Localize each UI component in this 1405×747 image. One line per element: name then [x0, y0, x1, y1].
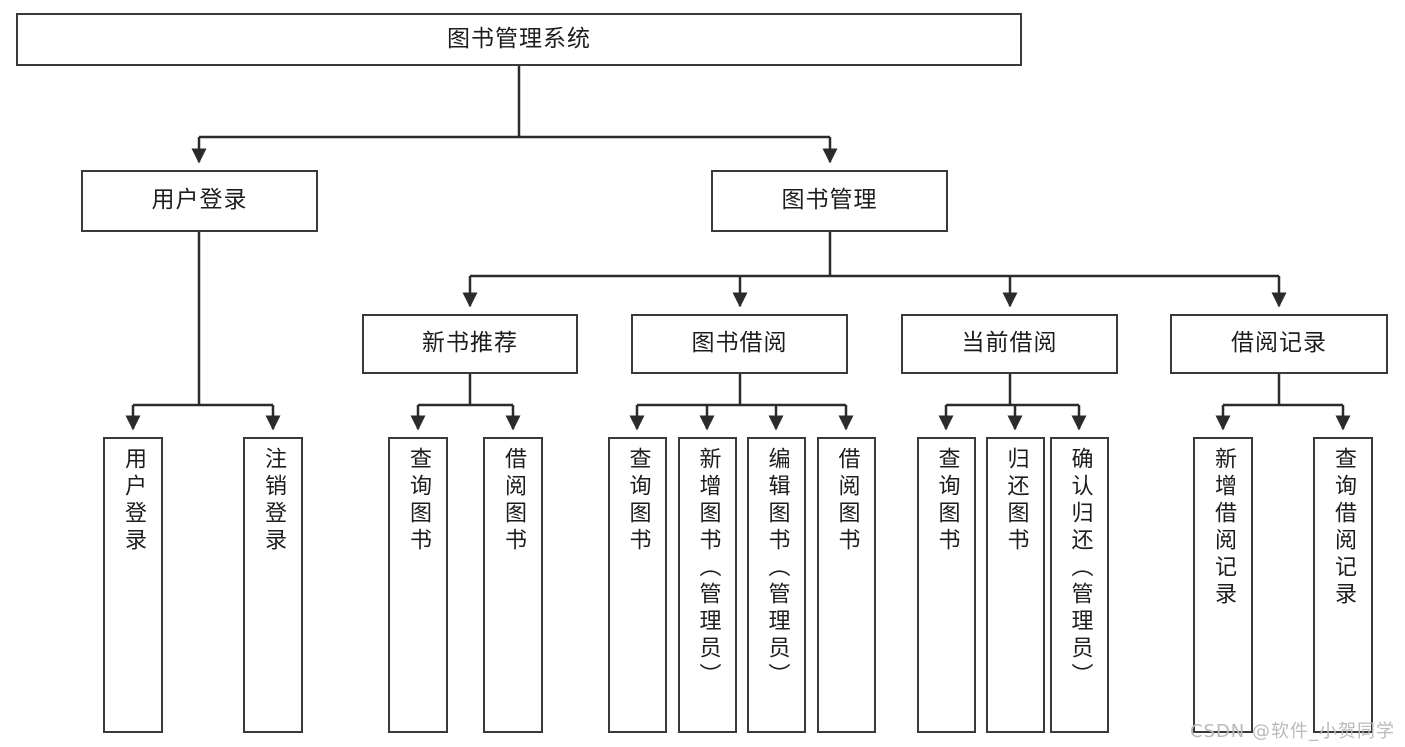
node-leaf-query-book-1[interactable]: 查询图书	[388, 437, 448, 733]
node-leaf-confirm-return-label: 确认归还（管理员）	[1067, 447, 1093, 690]
node-leaf-borrow-book-2-label: 借阅图书	[834, 447, 860, 555]
node-leaf-user-logout-label: 注销登录	[261, 447, 286, 555]
node-leaf-query-book-2[interactable]: 查询图书	[608, 437, 667, 733]
node-leaf-query-book-3[interactable]: 查询图书	[917, 437, 976, 733]
node-leaf-edit-book[interactable]: 编辑图书（管理员）	[747, 437, 806, 733]
node-book-borrow[interactable]: 图书借阅	[631, 314, 848, 374]
node-book-management[interactable]: 图书管理	[711, 170, 948, 232]
node-leaf-user-logout[interactable]: 注销登录	[243, 437, 303, 733]
node-leaf-borrow-book-1[interactable]: 借阅图书	[483, 437, 543, 733]
node-borrow-record-label: 借阅记录	[1231, 330, 1327, 357]
node-leaf-query-book-2-label: 查询图书	[625, 447, 651, 555]
node-root-label: 图书管理系统	[447, 25, 591, 52]
node-leaf-query-book-3-label: 查询图书	[934, 447, 960, 555]
node-leaf-add-book-label: 新增图书（管理员）	[695, 447, 721, 690]
node-leaf-borrow-book-2[interactable]: 借阅图书	[817, 437, 876, 733]
node-leaf-edit-book-label: 编辑图书（管理员）	[764, 447, 790, 690]
node-user-login[interactable]: 用户登录	[81, 170, 318, 232]
node-current-borrow-label: 当前借阅	[961, 330, 1058, 357]
node-user-login-label: 用户登录	[151, 187, 248, 214]
node-leaf-add-record-label: 新增借阅记录	[1211, 447, 1236, 609]
node-book-borrow-label: 图书借阅	[691, 330, 788, 357]
node-root-system[interactable]: 图书管理系统	[16, 13, 1022, 66]
node-leaf-add-record[interactable]: 新增借阅记录	[1193, 437, 1253, 733]
node-leaf-query-record-label: 查询借阅记录	[1331, 447, 1356, 609]
node-borrow-record[interactable]: 借阅记录	[1170, 314, 1388, 374]
node-leaf-add-book[interactable]: 新增图书（管理员）	[678, 437, 737, 733]
node-current-borrow[interactable]: 当前借阅	[901, 314, 1118, 374]
node-new-book-recommend-label: 新书推荐	[422, 330, 518, 357]
node-leaf-confirm-return[interactable]: 确认归还（管理员）	[1050, 437, 1109, 733]
node-leaf-return-book[interactable]: 归还图书	[986, 437, 1045, 733]
node-leaf-query-book-1-label: 查询图书	[406, 447, 431, 555]
node-new-book-recommend[interactable]: 新书推荐	[362, 314, 578, 374]
node-leaf-user-login-label: 用户登录	[121, 447, 146, 555]
node-book-management-label: 图书管理	[781, 187, 878, 214]
node-leaf-borrow-book-1-label: 借阅图书	[501, 447, 526, 555]
node-leaf-user-login[interactable]: 用户登录	[103, 437, 163, 733]
watermark-text: CSDN @软件_小贺同学	[1189, 721, 1395, 742]
node-leaf-query-record[interactable]: 查询借阅记录	[1313, 437, 1373, 733]
node-leaf-return-book-label: 归还图书	[1003, 447, 1029, 555]
